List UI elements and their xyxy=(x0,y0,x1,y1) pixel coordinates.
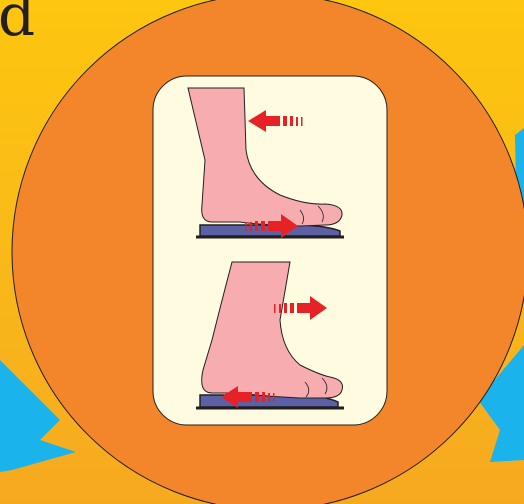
illustration xyxy=(0,0,524,504)
